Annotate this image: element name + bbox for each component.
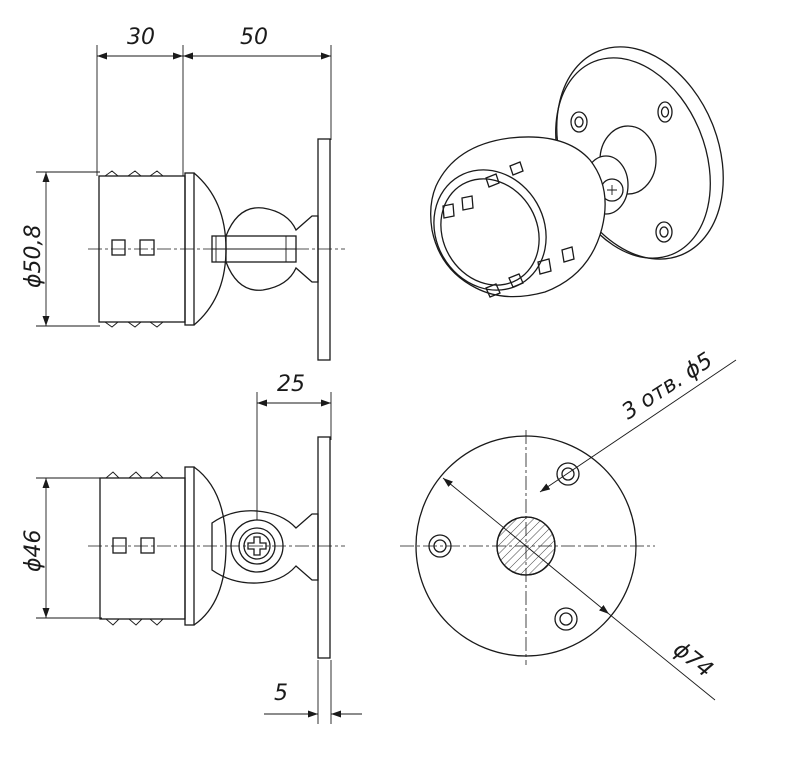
isometric-view (430, 46, 724, 298)
dim-74-label: ϕ74 (668, 637, 717, 683)
mounting-plate-side (317, 138, 331, 361)
mount-hole-3 (554, 607, 578, 631)
dim-5-label: 5 (274, 681, 288, 706)
dim-46-label: ϕ46 (21, 529, 46, 572)
diameter-50-8-dimension: ϕ50,8 (21, 171, 100, 327)
mount-hole-2 (556, 462, 580, 486)
side-view: 25 ϕ46 5 (21, 372, 362, 724)
dim-30-label: 30 (127, 25, 155, 50)
thickness-5-dimension: 5 (264, 660, 362, 724)
dim-25-label: 25 (277, 372, 305, 397)
offset-25-dimension: 25 (256, 372, 332, 522)
phillips-screw-icon (247, 536, 267, 556)
front-view: 30 50 ϕ50,8 (21, 25, 345, 361)
diameter-46-dimension: ϕ46 (21, 477, 102, 619)
depth-dimensions: 30 50 (96, 25, 332, 176)
mounting-plate-side-2 (317, 436, 331, 659)
dim-50-label: 50 (240, 25, 268, 50)
plate-front-view: ϕ74 3 отв. ϕ5 (400, 348, 737, 701)
holes-note-label: 3 отв. ϕ5 (618, 348, 718, 425)
dim-50-8-label: ϕ50,8 (21, 225, 46, 289)
